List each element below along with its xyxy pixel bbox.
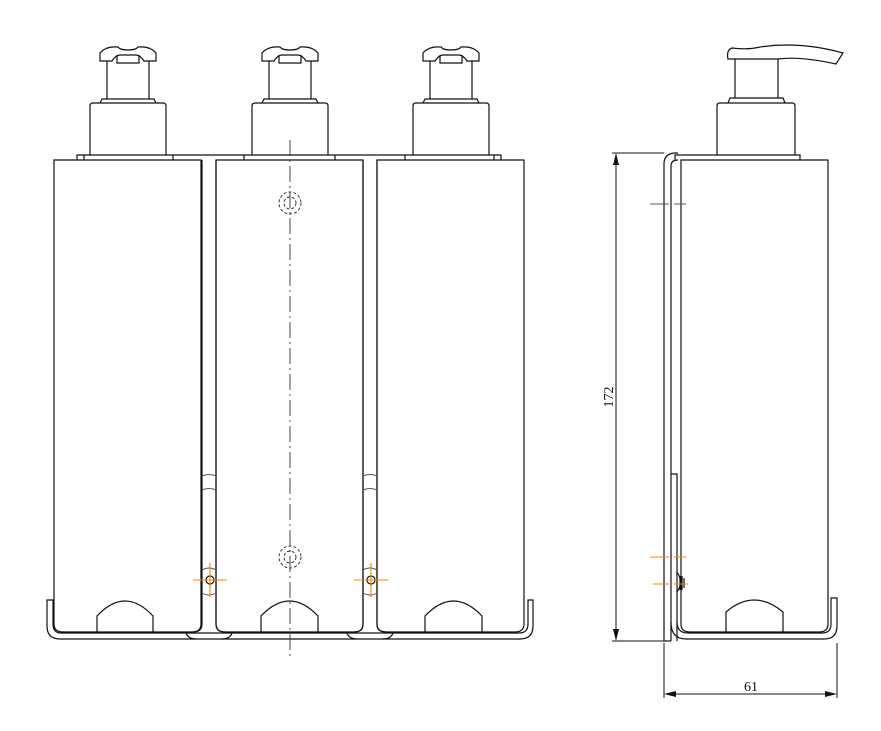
plate-tab xyxy=(671,473,678,641)
depth-dimension-label: 61 xyxy=(744,680,758,695)
side-bracket xyxy=(670,597,838,640)
side-view: 172 61 xyxy=(602,44,844,698)
bottle-body xyxy=(53,159,202,633)
bracket-riser xyxy=(346,160,394,640)
pump-head-icon xyxy=(422,46,480,64)
bracket xyxy=(46,599,534,640)
pump-neck xyxy=(412,102,490,155)
pump-stem xyxy=(429,61,473,99)
pump-neck xyxy=(89,102,167,155)
hole-mark xyxy=(650,556,688,585)
pump-head-icon xyxy=(99,46,157,64)
bottle-bump xyxy=(96,600,154,633)
side-bottle xyxy=(680,159,829,633)
depth-dimension-line xyxy=(663,643,838,698)
side-pump-stem xyxy=(734,59,779,98)
pump-stem xyxy=(268,61,312,99)
hole-crosshair xyxy=(354,563,388,597)
side-pump-neck xyxy=(716,102,796,155)
bottle-bump xyxy=(260,600,319,633)
hole-crosshair xyxy=(193,563,227,597)
riser-slot xyxy=(201,474,217,596)
side-bump xyxy=(725,599,784,633)
front-view xyxy=(46,46,534,660)
bottle-body xyxy=(376,159,525,633)
pump-neck xyxy=(251,102,329,155)
side-screw-icon xyxy=(676,571,685,593)
bracket-riser xyxy=(185,160,233,640)
height-dimension-label: 172 xyxy=(602,387,617,408)
pump-collar xyxy=(422,98,480,104)
top-plate xyxy=(76,154,502,160)
pump-collar xyxy=(99,98,157,104)
pump-head-icon xyxy=(261,46,319,64)
bottle-bump xyxy=(424,600,483,633)
pump-stem xyxy=(106,61,150,99)
pump-spout-icon xyxy=(726,44,844,65)
wall-plate xyxy=(663,152,679,641)
riser-slot xyxy=(362,474,378,596)
pump-collar xyxy=(261,98,319,104)
bottle-body xyxy=(215,159,364,633)
height-dimension-line xyxy=(612,152,664,642)
